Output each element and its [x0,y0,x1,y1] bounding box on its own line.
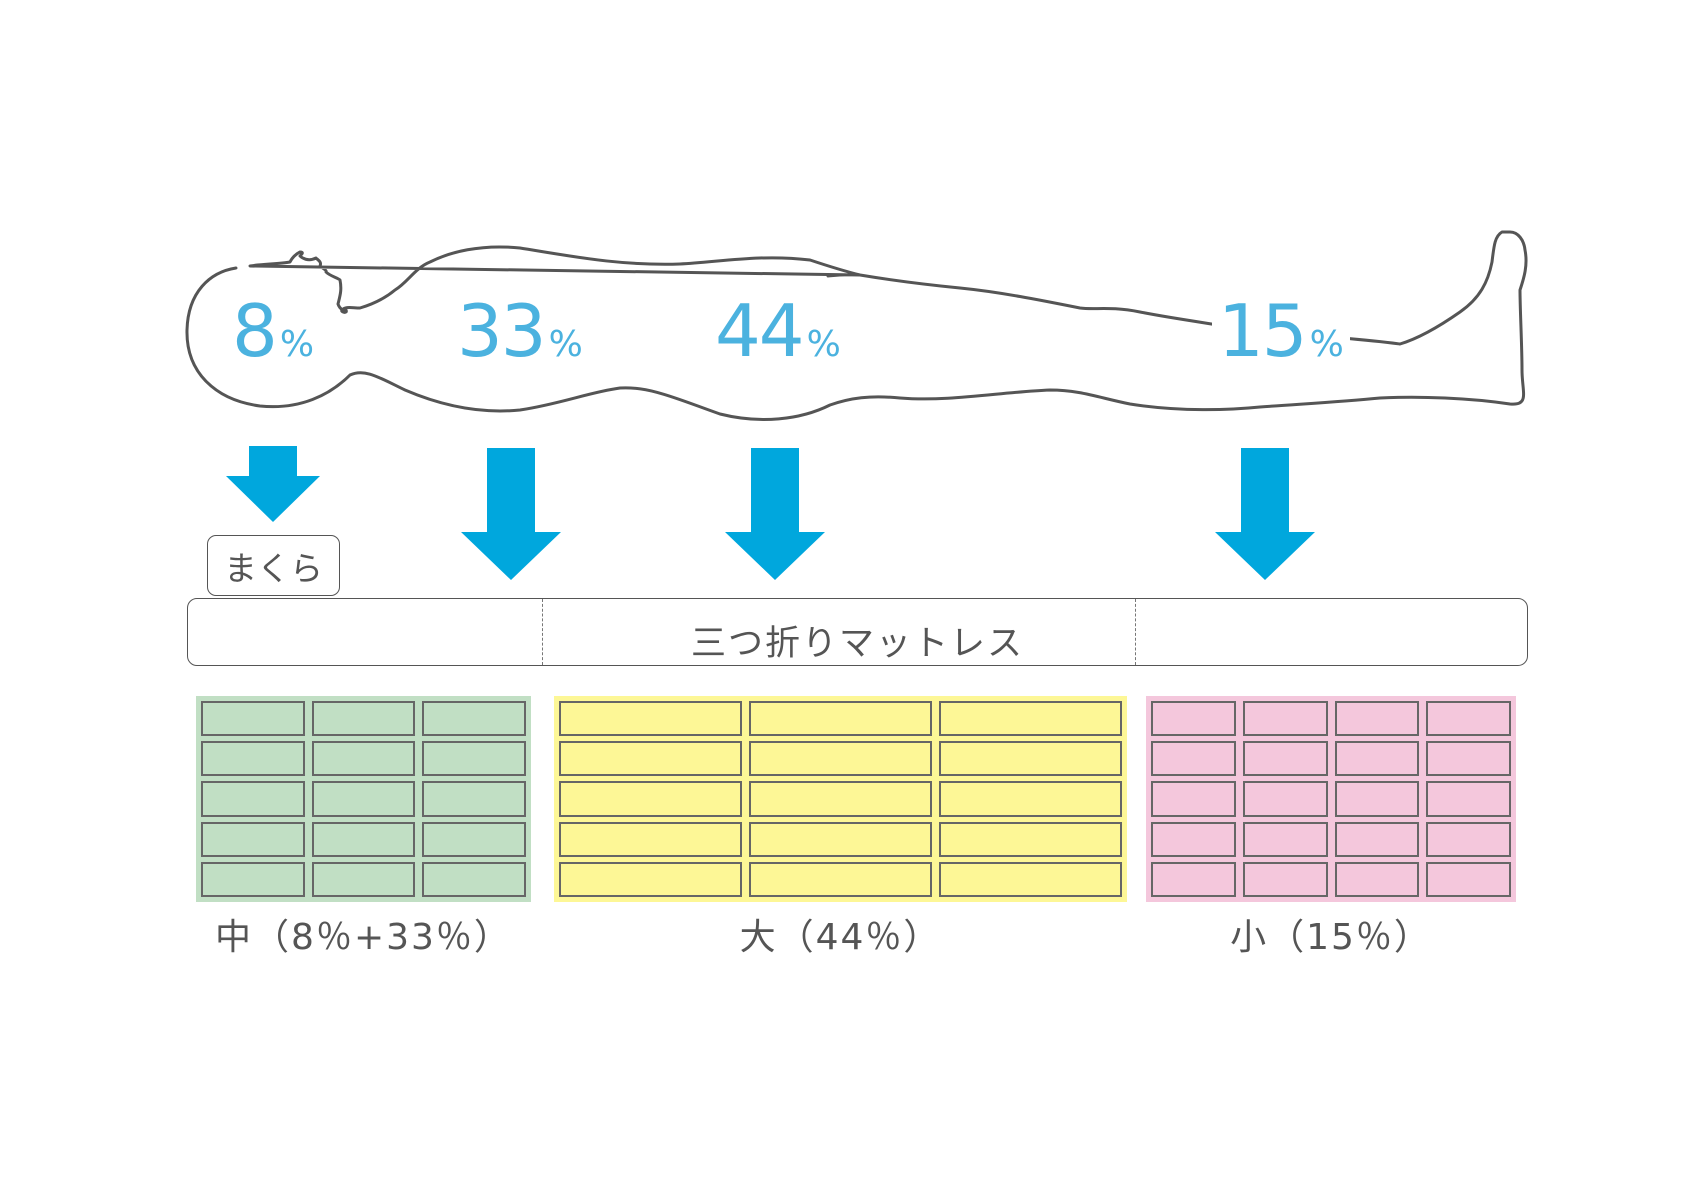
spring-cell [311,701,416,737]
spring-cell [939,821,1122,857]
spring-cell [559,741,742,777]
spring-block-small [1146,696,1516,902]
spring-cell [1334,821,1420,857]
spring-label-small: 小（15％） [1230,917,1432,958]
spring-cell [1334,781,1420,817]
percent-legs: 15% [1212,295,1350,367]
spring-cell [422,781,526,817]
spring-cell [311,781,416,817]
spring-cell [939,701,1122,737]
spring-cell [1242,821,1328,857]
spring-cell [1334,701,1420,737]
spring-cell [1242,741,1328,777]
percent-head-value: 8 [232,289,278,373]
spring-cell [311,821,416,857]
spring-cell [422,741,526,777]
spring-cell [1334,861,1420,897]
spring-cell [939,861,1122,897]
percent-head: 8% [232,295,314,367]
spring-cell [422,701,526,737]
mattress-label: 三つ折りマットレス [690,624,1024,664]
spring-cell [1151,781,1236,817]
spring-cell [201,821,305,857]
spring-cell [1242,781,1328,817]
spring-cell [749,781,932,817]
spring-cell [1426,701,1511,737]
pillow-label: まくら [224,548,323,588]
spring-cell [749,861,932,897]
spring-cell [559,861,742,897]
spring-cell [201,701,305,737]
percent-legs-unit: % [1309,324,1344,365]
body-outline [185,230,1528,421]
percent-upper-body-value: 33 [457,289,547,373]
arrow-hips [725,448,825,580]
spring-cell [422,821,526,857]
spring-cell [559,701,742,737]
spring-block-medium [196,696,531,902]
pillow-box: まくら [207,535,340,596]
spring-cell [1426,741,1511,777]
percent-head-unit: % [279,324,315,365]
spring-cell [1242,861,1328,897]
spring-cell [1151,821,1236,857]
mattress-fold-line-1 [542,599,543,665]
arrow-pillow [226,446,320,522]
spring-cell [749,821,932,857]
spring-cell [1242,701,1328,737]
spring-cell [939,781,1122,817]
spring-cell [559,821,742,857]
percent-hips: 44% [715,295,841,367]
spring-label-medium: 中（8％+33％） [215,917,512,958]
spring-cell [939,741,1122,777]
spring-cell [201,861,305,897]
mattress-box: 三つ折りマットレス [187,598,1528,666]
percent-legs-value: 15 [1218,289,1308,373]
spring-cell [559,781,742,817]
spring-cell [1151,701,1236,737]
spring-cell [1426,861,1511,897]
spring-cell [311,861,416,897]
spring-cell [1151,741,1236,777]
spring-cell [422,861,526,897]
spring-cell [1426,781,1511,817]
spring-cell [201,781,305,817]
percent-hips-unit: % [806,324,841,365]
percent-hips-value: 44 [715,289,805,373]
spring-cell [1426,821,1511,857]
spring-cell [1334,741,1420,777]
arrow-upper-body [461,448,561,580]
spring-cell [1151,861,1236,897]
spring-cell [201,741,305,777]
arrow-legs [1215,448,1315,580]
percent-upper-body: 33% [457,295,583,367]
spring-cell [749,701,932,737]
mattress-fold-line-2 [1135,599,1136,665]
spring-cell [311,741,416,777]
spring-label-large: 大（44％） [739,917,942,958]
percent-upper-body-unit: % [548,324,583,365]
spring-cell [749,741,932,777]
spring-block-large [554,696,1127,902]
